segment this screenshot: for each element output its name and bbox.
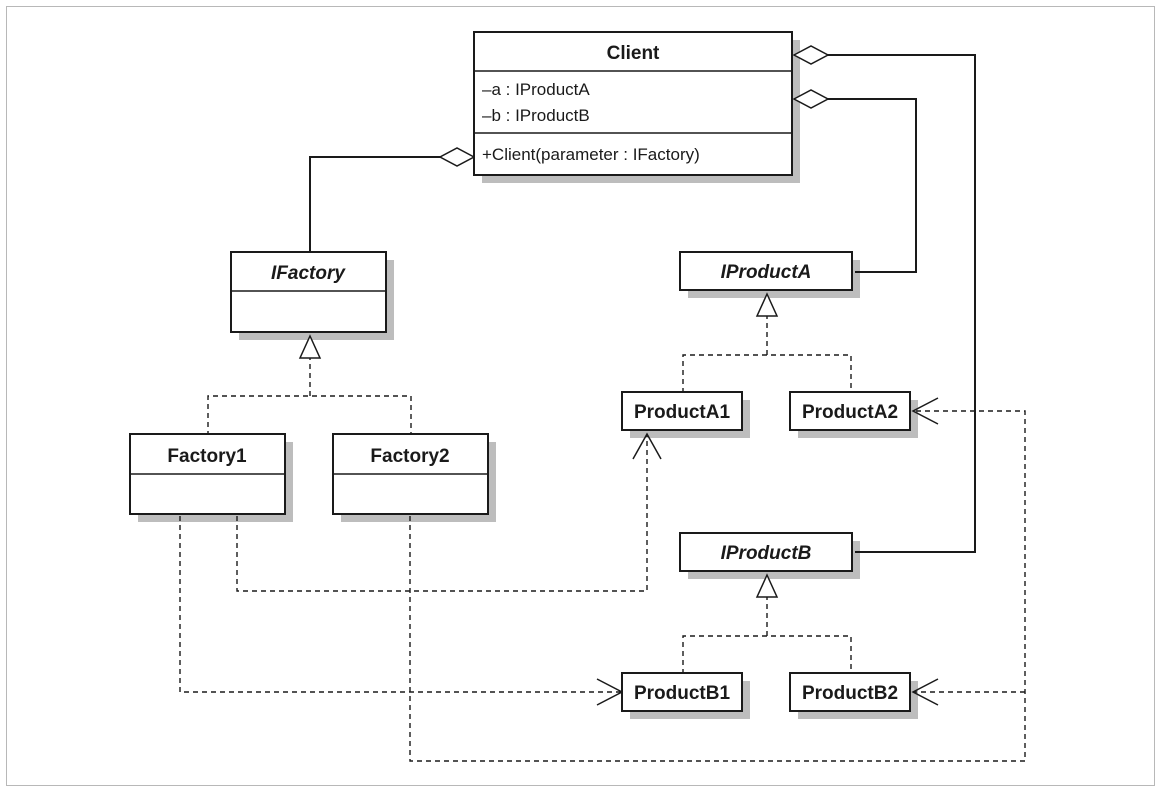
class-factory1: Factory1 (129, 433, 286, 515)
client-iproductb-aggregation-line (794, 54, 976, 553)
attribute-b: –b : IProductB (482, 106, 590, 125)
factory1-productb1-dependency (179, 516, 622, 693)
class-producta1: ProductA1 (621, 391, 743, 431)
class-name: IProductA (721, 262, 812, 283)
class-name: IProductB (721, 543, 812, 564)
class-name: ProductB2 (802, 683, 898, 704)
class-name: ProductB1 (634, 683, 731, 704)
class-client: Client –a : IProductA –b : IProductB +Cl… (473, 31, 793, 176)
class-productb2: ProductB2 (789, 672, 911, 712)
realization-triangle-icon (298, 334, 322, 359)
aggregation-diamond-icon (792, 45, 830, 65)
class-name: IFactory (271, 263, 346, 284)
dependency-arrow-icon (911, 397, 939, 425)
constructor-operation: +Client(parameter : IFactory) (482, 145, 700, 164)
aggregation-diamond-icon (792, 89, 830, 109)
attribute-a: –a : IProductA (482, 80, 590, 99)
class-name: Factory1 (167, 446, 247, 467)
class-producta2: ProductA2 (789, 391, 911, 431)
class-name: ProductA2 (802, 402, 898, 423)
client-iproducta-aggregation-line (794, 98, 917, 273)
aggregation-diamond-icon (438, 147, 476, 167)
class-iproductb: IProductB (679, 532, 853, 572)
class-name: ProductA1 (634, 402, 731, 423)
realization-triangle-icon (755, 573, 779, 598)
class-factory2: Factory2 (332, 433, 489, 515)
class-iproducta: IProductA (679, 251, 853, 291)
realization-triangle-icon (755, 292, 779, 317)
class-ifactory: IFactory (230, 251, 387, 333)
class-name: Factory2 (370, 446, 449, 467)
iproductb-realization-branch (682, 635, 852, 674)
class-name: Client (607, 43, 660, 64)
client-ifactory-aggregation-line (309, 156, 474, 254)
iproducta-realization-branch (682, 354, 852, 393)
dependency-arrow-icon (632, 432, 662, 460)
ifactory-realization-branch (207, 395, 412, 436)
class-productb1: ProductB1 (621, 672, 743, 712)
dependency-arrow-icon (911, 678, 939, 706)
factory2-producta2-dependency (409, 410, 1026, 762)
factory1-producta1-dependency (236, 434, 648, 592)
